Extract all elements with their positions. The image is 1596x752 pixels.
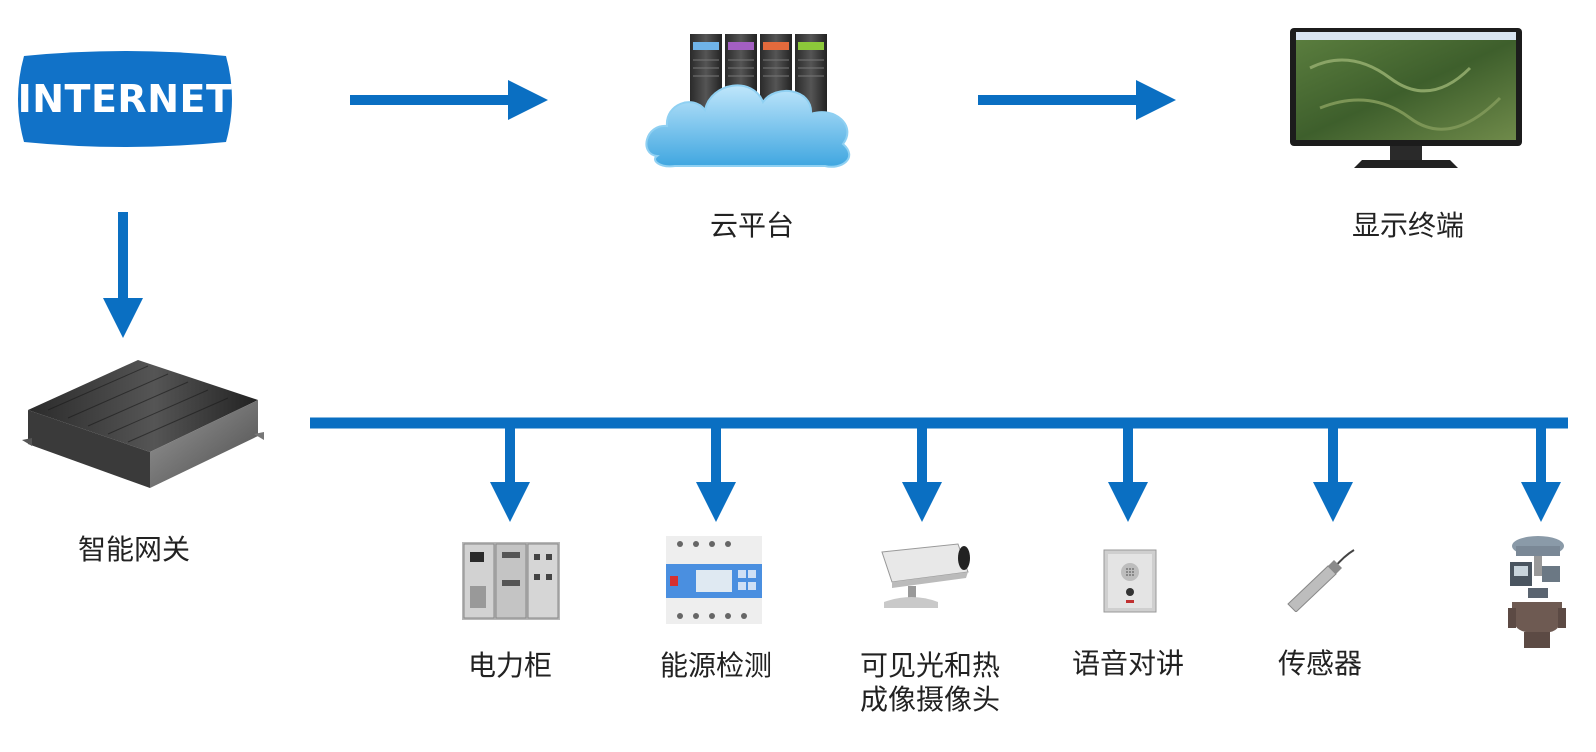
sensor-probe-icon bbox=[1287, 549, 1355, 612]
control-valve-device bbox=[1508, 532, 1566, 650]
thermal-camera-label-line-1: 可见光和热 bbox=[859, 649, 1000, 682]
gateway-box-icon bbox=[22, 360, 264, 488]
monitor-icon bbox=[1290, 28, 1522, 168]
thermal-camera-device bbox=[878, 542, 972, 612]
camera-icon bbox=[881, 543, 970, 608]
cloud-platform-label: 云平台 bbox=[709, 209, 794, 242]
control-valve-icon bbox=[1508, 536, 1566, 648]
power-cabinet-icon bbox=[462, 542, 560, 620]
energy-meter-label: 能源检测 bbox=[659, 649, 772, 682]
internet-node: INTERNET bbox=[16, 48, 234, 150]
smart-gateway-label: 智能网关 bbox=[77, 533, 190, 566]
intercom-device bbox=[1102, 548, 1158, 614]
energy-meter-icon bbox=[666, 536, 762, 624]
intercom-label: 语音对讲 bbox=[1071, 647, 1184, 680]
thermal-camera-label-line-2: 成像摄像头 bbox=[859, 683, 1000, 716]
power-cabinet-label: 电力柜 bbox=[467, 649, 552, 682]
sensor-device bbox=[1284, 546, 1360, 612]
cloud-server-icon bbox=[645, 34, 851, 168]
cloud-platform-node bbox=[645, 28, 860, 173]
display-terminal-label: 显示终端 bbox=[1351, 209, 1464, 242]
sensor-label: 传感器 bbox=[1277, 647, 1362, 680]
display-terminal-node bbox=[1290, 28, 1525, 178]
internet-label: INTERNET bbox=[17, 77, 233, 121]
energy-meter-device bbox=[666, 536, 762, 624]
smart-gateway-node bbox=[18, 360, 266, 490]
internet-badge-shape bbox=[18, 51, 232, 147]
intercom-icon bbox=[1103, 549, 1157, 613]
power-cabinet-device bbox=[462, 540, 562, 622]
